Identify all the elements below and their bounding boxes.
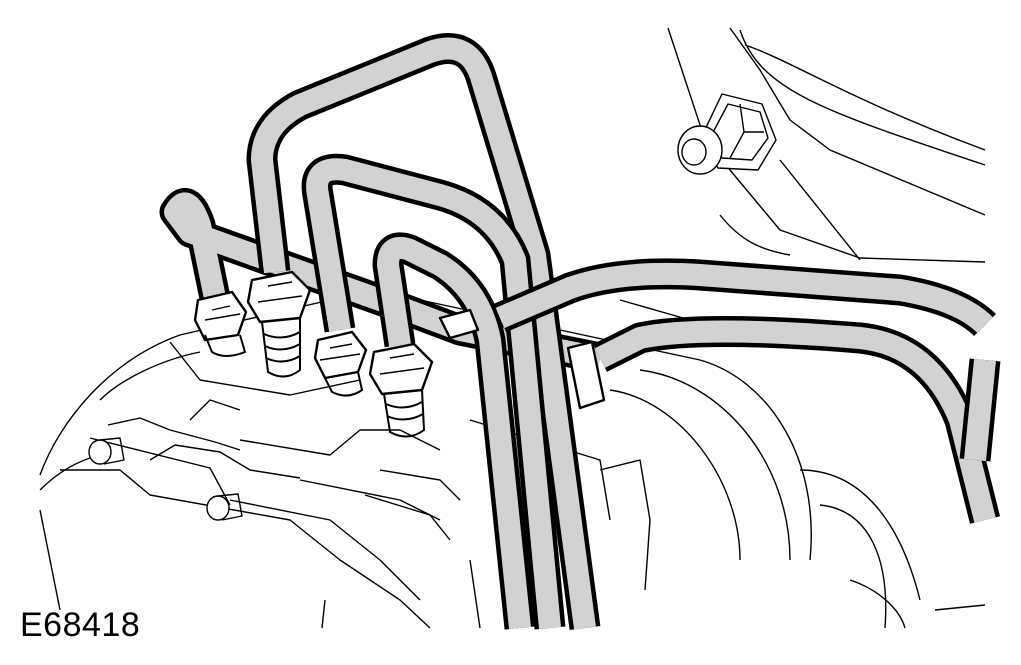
brake-pipes: [159, 33, 1001, 631]
pump-motor-housing: [609, 299, 986, 629]
pipe-fitting-2: [246, 270, 312, 378]
figure-id-label: E68418: [20, 606, 141, 644]
pipe-fitting-4: [368, 342, 434, 438]
engine-bay-background: [667, 27, 986, 263]
abs-modulator-body: [39, 299, 701, 629]
pipe-fitting-3: [313, 330, 368, 397]
pipe-retaining-clip: [438, 308, 606, 410]
pipe-fitting-1: [193, 290, 248, 357]
mounting-bolt: [677, 93, 777, 175]
locating-pins: [88, 437, 243, 521]
